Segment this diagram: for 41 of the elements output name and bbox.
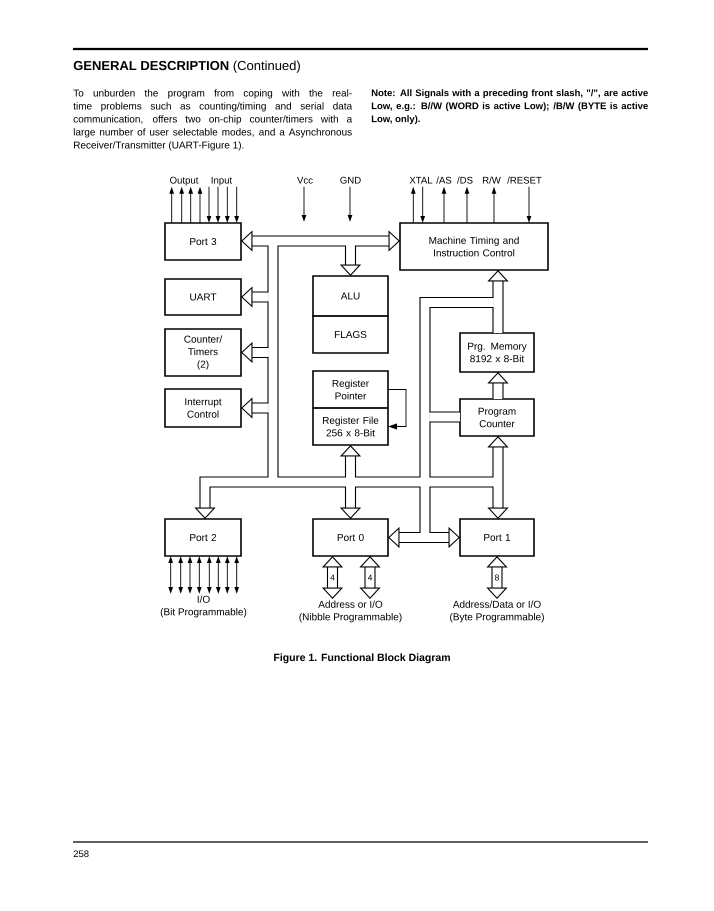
port-label: Address/Data or I/O (Byte Programmable) [450,600,544,622]
port-label: Address or I/O (Nibble Programmable) [299,600,402,622]
edge-label: 4 [367,574,373,581]
block-box: ALU [312,275,389,317]
arrow [388,389,406,430]
block-box: Machine Timing and Instruction Control [399,222,549,271]
heading: GENERAL DESCRIPTION (Continued) [74,60,300,73]
hollow-double-arrow [388,526,460,548]
pin-label: /DS [457,176,473,184]
pin-label: Output [170,176,198,186]
pin-label: Input [212,176,232,186]
pin-label: /AS [436,176,452,184]
figure-caption: Figure 1. Functional Block Diagram [274,653,450,664]
block-box: Counter/ Timers (2) [164,328,242,377]
block-box: Port 2 [164,518,242,557]
pin-label: XTAL [410,176,432,184]
block-box: Register Pointer [312,370,389,409]
pin-label: Vcc [297,176,313,184]
pin-label: R/W [482,176,501,184]
hollow-double-arrow [322,556,344,599]
port-label: I/O (Bit Programmable) [160,596,246,618]
pin-label: /RESET [507,176,542,184]
pin-label: GND [340,176,361,184]
edge-label: 8 [494,574,500,582]
hollow-double-arrow [241,230,400,252]
hollow-double-arrow [486,556,508,599]
block-box: Register File 256 x 8-Bit [312,407,389,446]
block-box: Port 1 [459,518,535,557]
block-box: Port 0 [312,518,389,557]
block-box: Prg. Memory 8192 x 8-Bit [459,332,535,373]
note-paragraph: Note: All Signals with a preceding front slash, "/", are active Low, e.g.: B//W (WORD is active Low); /B/W (BYTE is active Low, only). [372,89,648,124]
body-paragraph: To unburden the program from coping with the real-time problems such as counting/timing and serial data communication, offers two on-chip counter/timers with a large number of user selectable modes, and a Asynchronous Receiver/Transmitter (UART-Figure 1). [73,89,352,151]
block-box: UART [164,278,242,316]
hollow-bus-line [429,411,460,423]
hollow-double-arrow [359,556,381,599]
block-box: Port 3 [164,222,242,261]
block-box: Program Counter [459,398,535,437]
block-box: Interrupt Control [164,388,242,428]
edge-label: 4 [330,574,336,581]
page-number: 258 [74,850,89,858]
block-box: FLAGS [312,315,389,354]
